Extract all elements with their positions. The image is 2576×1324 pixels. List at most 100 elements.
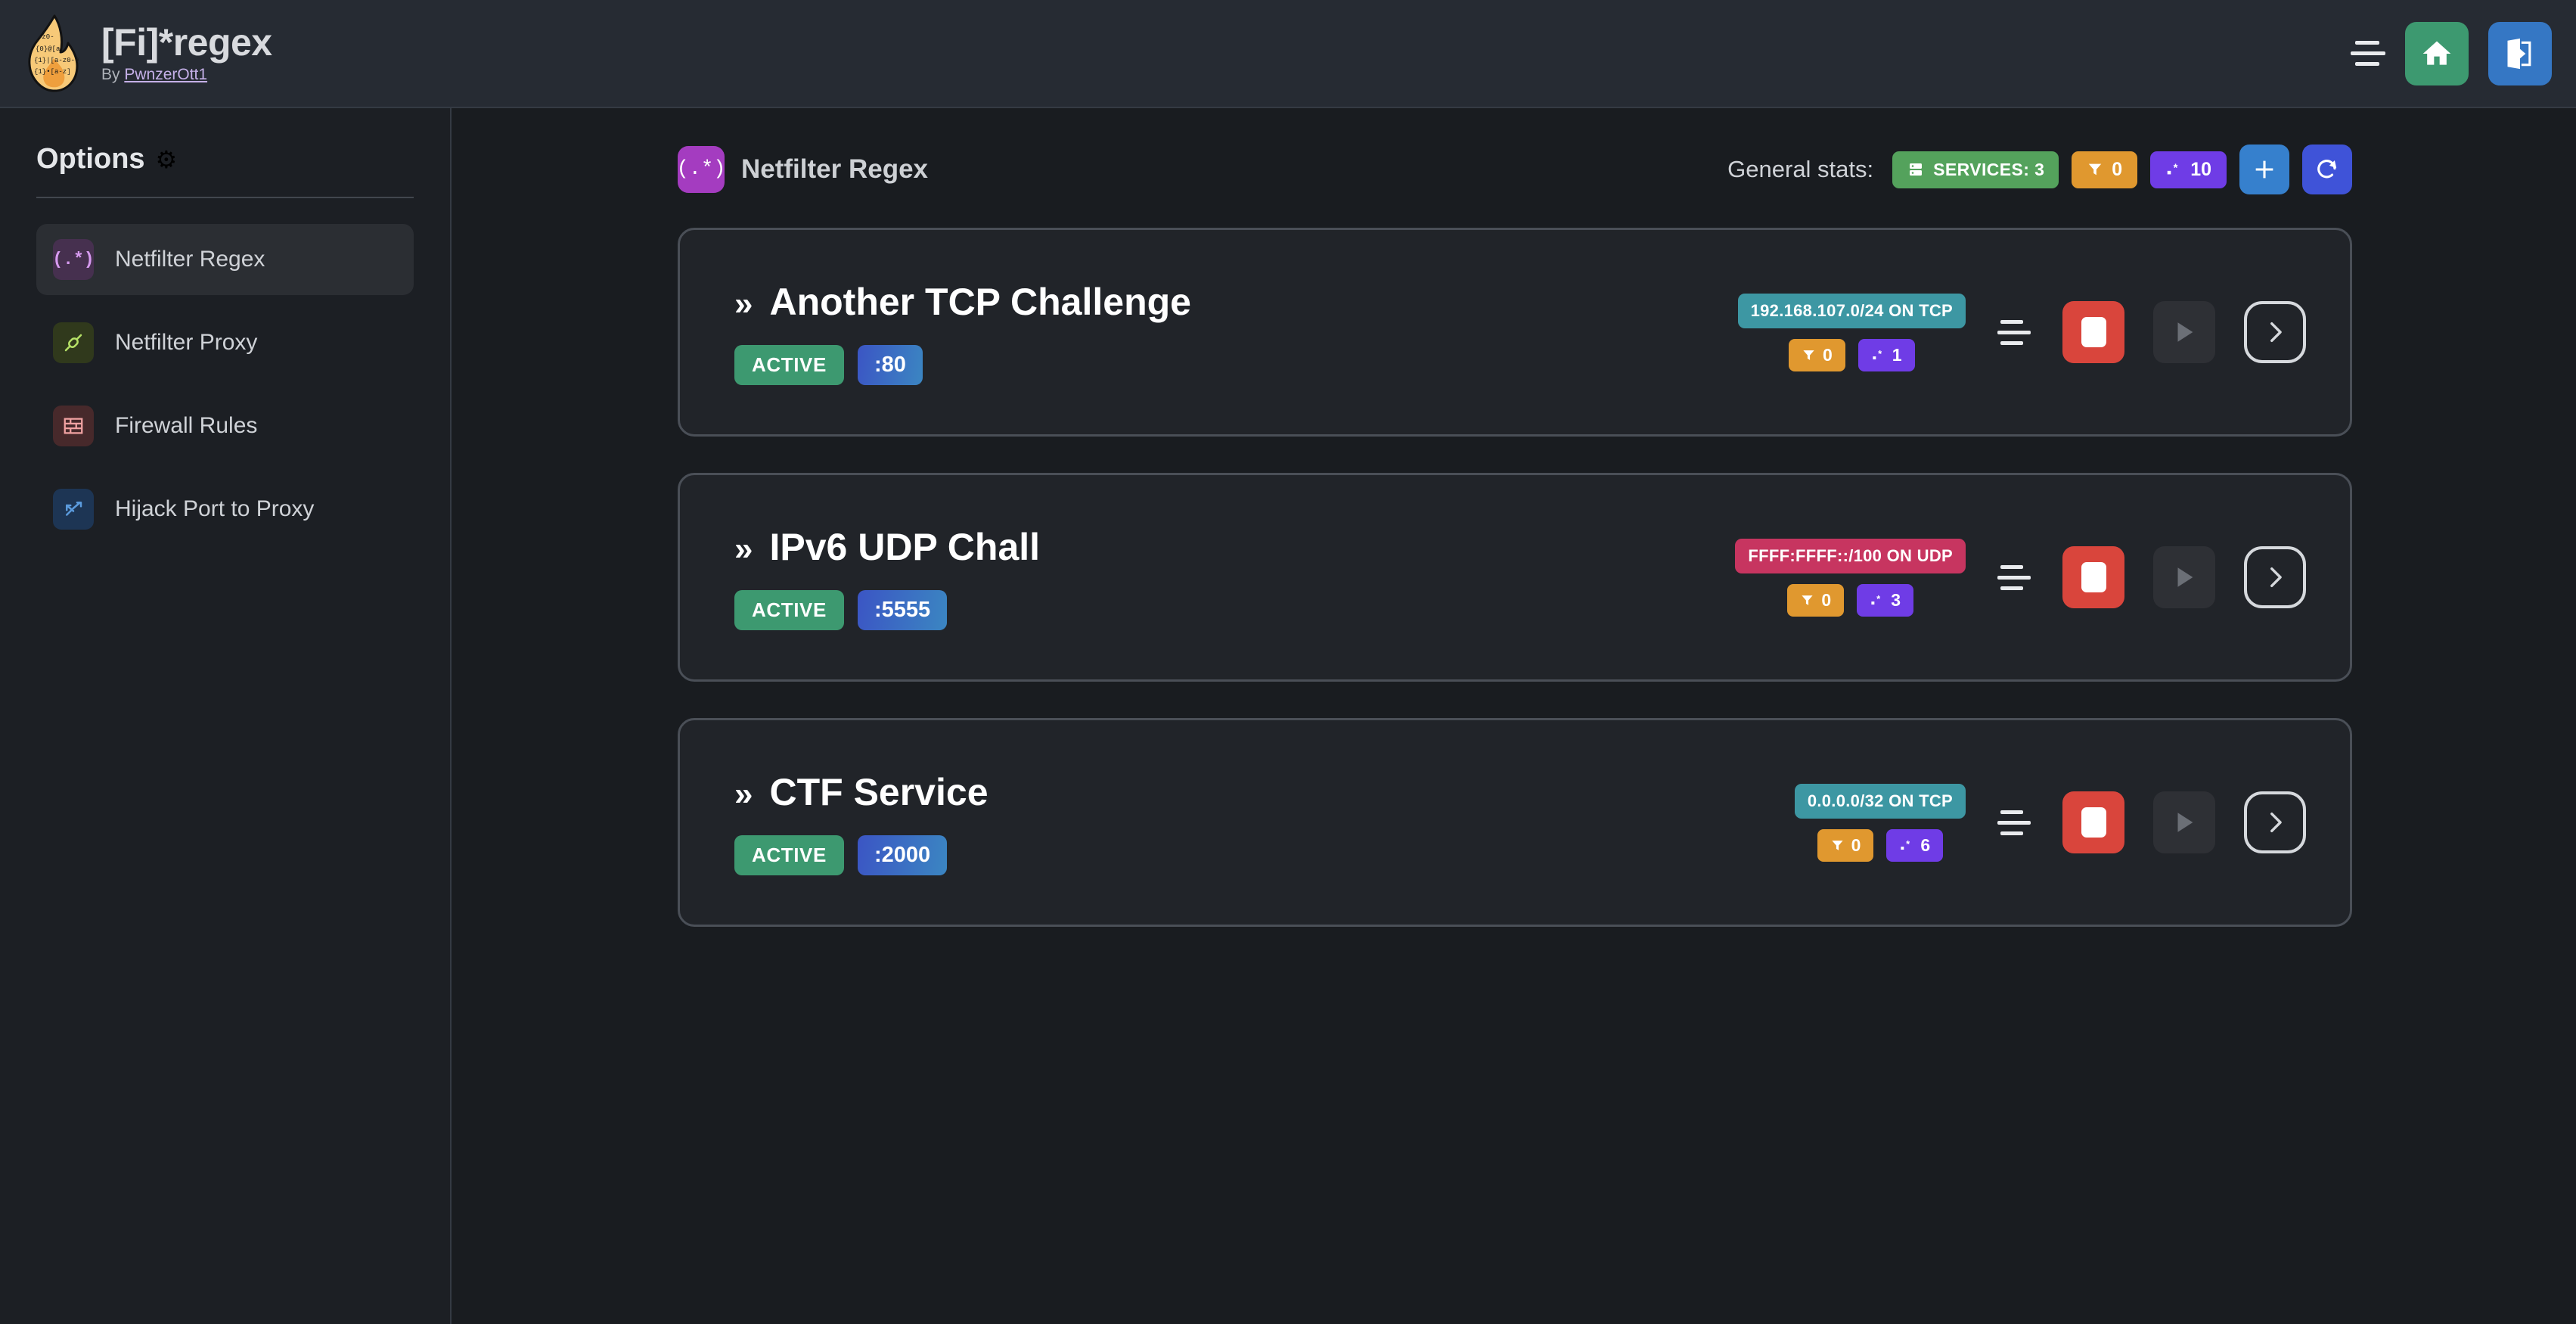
- funnel-icon: [1802, 595, 1814, 605]
- stop-icon: [2081, 317, 2106, 347]
- regex-count-badge: * 3: [1857, 583, 1913, 617]
- stop-button[interactable]: [2062, 546, 2124, 608]
- service-counters: 0 * 3: [1787, 583, 1913, 617]
- service-card-actions: FFFF:FFFF::/100 ON UDP 0 * 3: [1735, 538, 2306, 617]
- add-service-button[interactable]: [2239, 145, 2289, 194]
- service-card-tags: ACTIVE :80: [734, 344, 1191, 385]
- card-menu-icon[interactable]: [1994, 805, 2034, 840]
- funnel-icon: [2089, 163, 2102, 176]
- main-content: (.*) Netfilter Regex General stats: SERV…: [453, 108, 2576, 1324]
- flame-regex-logo: -z0- {0}@[a {1}|[a-z0-9] {1}•[a-z]: [28, 14, 80, 92]
- network-badge: FFFF:FFFF::/100 ON UDP: [1735, 538, 1966, 573]
- regex-icon: (.*): [52, 239, 95, 280]
- double-chevron-icon: »: [734, 530, 753, 567]
- svg-text:{1}|[a-z0-9]: {1}|[a-z0-9]: [34, 57, 80, 64]
- sidebar: Options ⚙ (.*) Netfilter Regex Netfilter…: [0, 108, 452, 1324]
- author-link[interactable]: PwnzerOtt1: [124, 66, 208, 84]
- play-button[interactable]: [2153, 791, 2215, 853]
- svg-text:*: *: [1905, 839, 1911, 850]
- sidebar-item-label: Netfilter Proxy: [115, 330, 258, 355]
- regex-count: 10: [2190, 158, 2211, 180]
- service-network-info: 0.0.0.0/32 ON TCP 0 * 6: [1794, 783, 1966, 862]
- stop-button[interactable]: [2062, 791, 2124, 853]
- route-icon: [53, 489, 94, 530]
- card-menu-icon[interactable]: [1994, 315, 2034, 350]
- sidebar-item-label: Netfilter Regex: [115, 247, 265, 272]
- service-card-tags: ACTIVE :2000: [734, 834, 989, 875]
- home-button[interactable]: [2405, 21, 2469, 85]
- sidebar-item-netfilter-regex[interactable]: (.*) Netfilter Regex: [36, 224, 414, 295]
- status-badge-regexes: * 10: [2150, 151, 2227, 188]
- service-card-list: » Another TCP Challenge ACTIVE :80 192.1…: [453, 194, 2576, 927]
- filter-count-badge: 0: [1789, 338, 1845, 371]
- general-stats: General stats: SERVICES: 3 0 *: [1727, 145, 2352, 194]
- sidebar-item-hijack-port-to-proxy[interactable]: Hijack Port to Proxy: [36, 474, 414, 545]
- service-card-tags: ACTIVE :5555: [734, 589, 1040, 630]
- sidebar-item-firewall-rules[interactable]: Firewall Rules: [36, 390, 414, 462]
- logout-icon: [2507, 38, 2531, 69]
- double-chevron-icon: »: [734, 775, 753, 813]
- service-card-info: » Another TCP Challenge ACTIVE :80: [734, 280, 1191, 385]
- funnel-icon: [1831, 840, 1843, 850]
- top-header-actions: [2346, 21, 2576, 85]
- regex-count-badge: * 6: [1886, 828, 1944, 862]
- regex-count: 1: [1892, 344, 1902, 365]
- svg-text:-z0-: -z0-: [38, 33, 54, 41]
- plus-icon: [2255, 160, 2273, 179]
- svg-text:{0}@[a: {0}@[a: [36, 45, 61, 53]
- play-icon: [2177, 322, 2193, 342]
- regex-count-badge: * 1: [1858, 338, 1915, 371]
- open-service-button[interactable]: [2244, 546, 2306, 608]
- play-icon: [2177, 567, 2193, 587]
- regex-icon: (.*): [677, 146, 725, 193]
- service-network-info: 192.168.107.0/24 ON TCP 0 * 1: [1737, 293, 1966, 371]
- chevron-right-icon: [2270, 812, 2282, 833]
- stop-icon: [2081, 807, 2106, 838]
- brand-text: [Fi]*regex By PwnzerOtt1: [101, 23, 272, 85]
- status-badge: ACTIVE: [734, 344, 844, 385]
- status-badge: ACTIVE: [734, 589, 844, 630]
- filter-count-badge: 0: [1787, 583, 1845, 617]
- chevron-right-icon: [2270, 322, 2282, 343]
- stop-button[interactable]: [2062, 301, 2124, 363]
- card-menu-icon[interactable]: [1994, 560, 2034, 595]
- service-counters: 0 * 1: [1789, 338, 1915, 371]
- sidebar-item-netfilter-proxy[interactable]: Netfilter Proxy: [36, 307, 414, 378]
- regex-count: 3: [1891, 589, 1901, 610]
- refresh-button[interactable]: [2302, 145, 2352, 194]
- author-prefix: By: [101, 66, 125, 84]
- service-name: IPv6 UDP Chall: [769, 525, 1041, 568]
- service-card[interactable]: » Another TCP Challenge ACTIVE :80 192.1…: [678, 228, 2352, 437]
- service-card-info: » IPv6 UDP Chall ACTIVE :5555: [734, 525, 1040, 630]
- play-button[interactable]: [2153, 546, 2215, 608]
- open-service-button[interactable]: [2244, 791, 2306, 853]
- service-card-title-row: » IPv6 UDP Chall: [734, 525, 1040, 569]
- regex-dot-star-icon: *: [1901, 839, 1911, 850]
- play-icon: [2177, 813, 2193, 832]
- top-header-bar: -z0- {0}@[a {1}|[a-z0-9] {1}•[a-z] [Fi]*…: [0, 0, 2576, 108]
- open-service-button[interactable]: [2244, 301, 2306, 363]
- service-name: Another TCP Challenge: [769, 280, 1191, 323]
- hamburger-menu-icon[interactable]: [2346, 36, 2385, 71]
- stop-icon: [2081, 562, 2106, 592]
- server-icon: [1910, 163, 1923, 176]
- service-name: CTF Service: [769, 770, 989, 813]
- svg-text:*: *: [1876, 594, 1882, 605]
- page-header: (.*) Netfilter Regex General stats: SERV…: [453, 108, 2576, 194]
- sidebar-item-label: Hijack Port to Proxy: [115, 496, 315, 521]
- plug-icon: [53, 322, 94, 363]
- general-stats-label: General stats:: [1727, 156, 1874, 182]
- play-button[interactable]: [2153, 301, 2215, 363]
- port-badge: :5555: [857, 589, 948, 630]
- service-network-info: FFFF:FFFF::/100 ON UDP 0 * 3: [1735, 538, 1966, 617]
- service-card-title-row: » CTF Service: [734, 770, 989, 814]
- services-count-label: SERVICES: 3: [1933, 159, 2045, 179]
- service-card-actions: 192.168.107.0/24 ON TCP 0 * 1: [1737, 293, 2306, 371]
- chevron-right-icon: [2270, 567, 2282, 588]
- logout-button[interactable]: [2488, 21, 2552, 85]
- service-card[interactable]: » IPv6 UDP Chall ACTIVE :5555 FFFF:FFFF:…: [678, 473, 2352, 682]
- sidebar-title: Options: [36, 143, 145, 175]
- sidebar-divider: [36, 197, 414, 198]
- service-card[interactable]: » CTF Service ACTIVE :2000 0.0.0.0/32 ON…: [678, 718, 2352, 927]
- filter-count: 0: [2112, 158, 2123, 180]
